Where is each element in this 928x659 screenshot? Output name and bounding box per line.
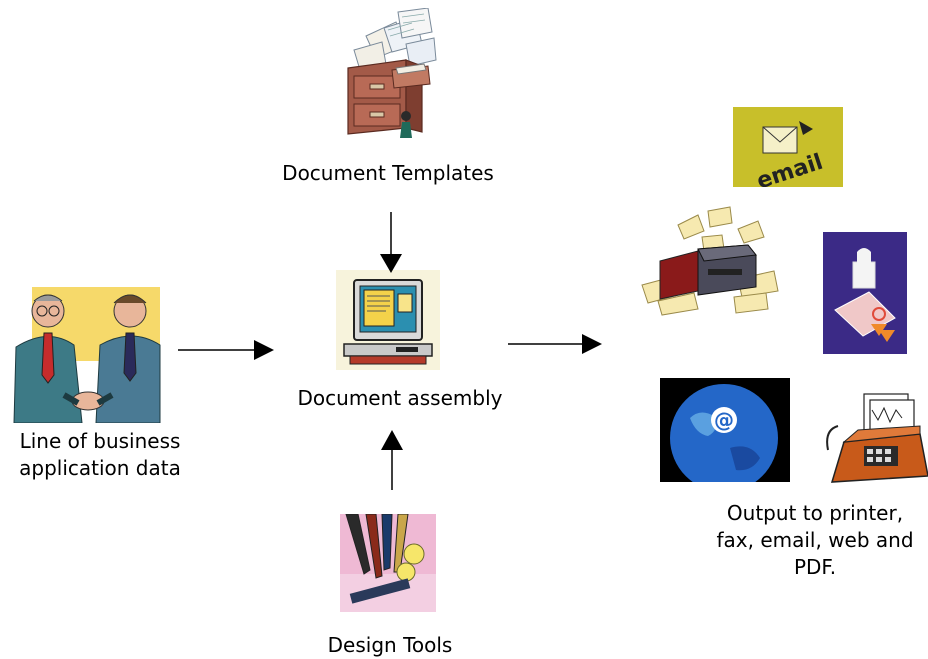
printer-icon (638, 205, 780, 317)
arrowhead-data (254, 340, 274, 360)
design-label: Design Tools (327, 633, 453, 657)
arrowhead-design (381, 430, 403, 450)
business-handshake-icon (8, 285, 164, 423)
output-label-line-3: PDF. (793, 555, 837, 579)
web-globe-icon: @ (660, 378, 790, 482)
pdf-icon (823, 232, 907, 354)
data-label-line-2: application data (19, 456, 181, 480)
data-label: Line of business application data (0, 428, 200, 482)
output-label: Output to printer, fax, email, web and P… (700, 500, 928, 581)
computer-icon (336, 270, 440, 370)
data-label-line-1: Line of business (19, 429, 181, 453)
templates-label: Document Templates (282, 161, 494, 185)
fax-icon (824, 390, 928, 490)
output-label-line-1: Output to printer, (726, 501, 904, 525)
file-cabinet-icon (336, 8, 440, 142)
assembly-label: Document assembly (297, 386, 503, 410)
web-symbol: @ (714, 408, 734, 432)
email-icon: email (733, 107, 843, 187)
output-label-line-2: fax, email, web and (716, 528, 914, 552)
pens-icon (340, 514, 436, 612)
arrowhead-output (582, 334, 602, 354)
